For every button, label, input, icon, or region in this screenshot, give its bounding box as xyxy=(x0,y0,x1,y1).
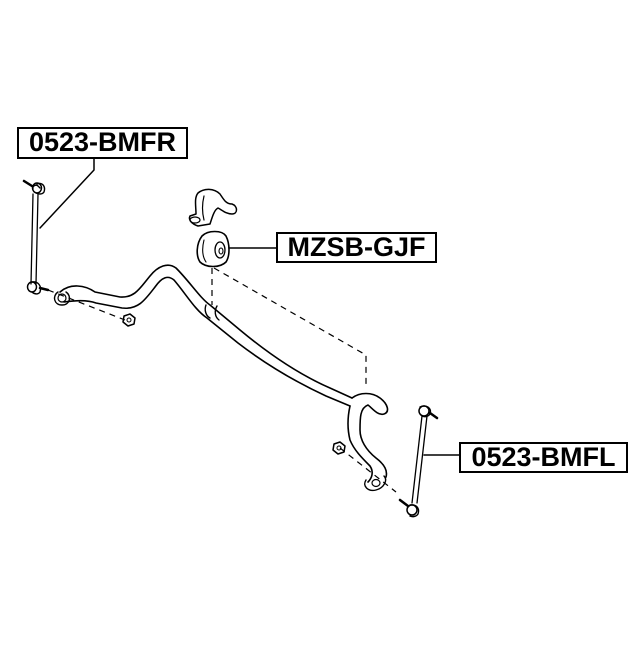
right-nut xyxy=(122,313,136,327)
bushing xyxy=(196,230,230,268)
left-nut xyxy=(332,441,346,455)
leader-lines xyxy=(39,158,460,456)
part-label-bushing: MZSB-GJF xyxy=(276,232,437,263)
right-stabilizer-link xyxy=(22,179,50,295)
bushing-bracket xyxy=(188,188,238,227)
part-label-left-link: 0523-BMFL xyxy=(459,442,628,473)
part-label-right-link: 0523-BMFR xyxy=(17,127,188,159)
assembly-lines xyxy=(47,267,397,493)
left-stabilizer-link xyxy=(398,405,439,518)
stabilizer-bar xyxy=(53,264,389,492)
